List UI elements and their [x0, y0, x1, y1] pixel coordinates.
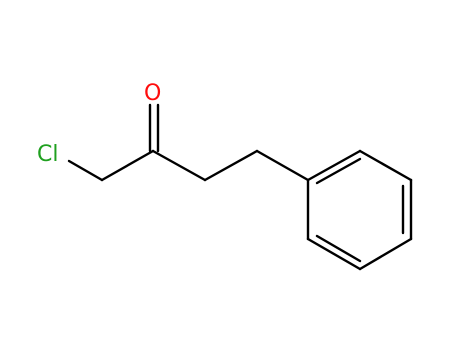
ring-double-3 [315, 234, 362, 263]
ring-bond-5 [306, 237, 362, 271]
bond-carbonyl-ch2 [151, 149, 207, 182]
ring-double-1 [315, 157, 362, 185]
bonds [67, 103, 310, 182]
benzene-ring [306, 149, 413, 271]
bond-ch2-carbonyl [100, 149, 155, 182]
ring-bond-4 [358, 237, 413, 271]
bond-ch2-ring [255, 149, 310, 182]
bond-ch2-ch2 [203, 149, 259, 182]
chlorine-atom-label: Cl [37, 142, 58, 167]
oxygen-atom-label: O [144, 81, 161, 106]
ring-bond-2 [358, 149, 413, 182]
ring-bond-1 [306, 149, 362, 182]
bond-cl-ch2 [67, 159, 104, 182]
